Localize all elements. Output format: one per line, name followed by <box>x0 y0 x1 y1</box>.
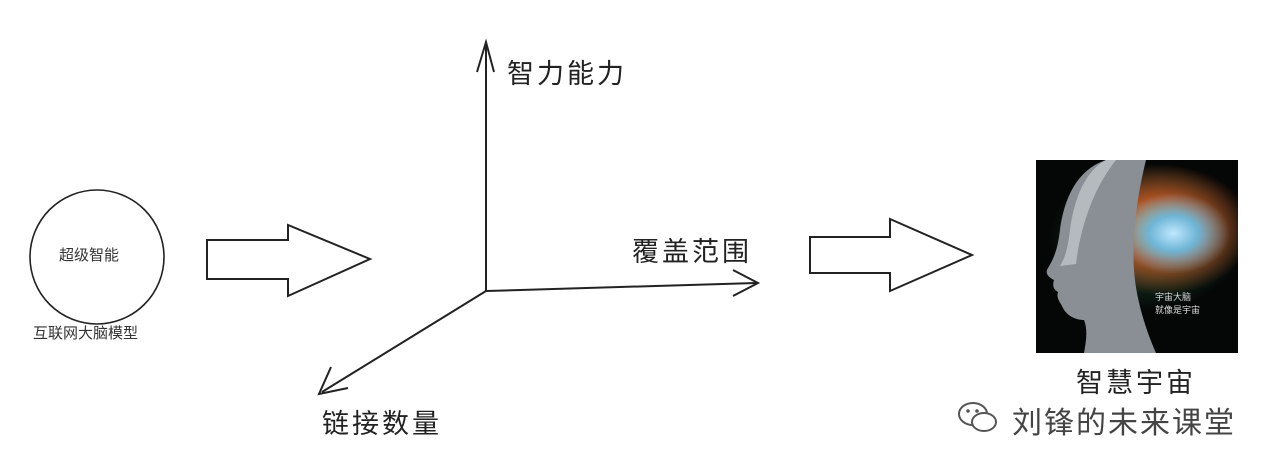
image-inner-text: 宇宙大脑 就像是宇宙 <box>1155 293 1201 316</box>
cosmic-head-image <box>1036 160 1238 353</box>
watermark-text: 刘锋的未来课堂 <box>1012 406 1236 441</box>
left-block-arrow <box>206 223 373 298</box>
head-silhouette <box>1046 160 1156 353</box>
z-axis-label: 链接数量 <box>322 409 442 440</box>
x-axis <box>485 282 757 292</box>
x-axis-arrowhead <box>732 269 761 297</box>
superintelligence-circle <box>29 189 165 325</box>
y-axis-arrowhead <box>476 38 495 73</box>
z-axis-arrowhead <box>317 366 349 396</box>
x-axis-label: 覆盖范围 <box>632 237 752 268</box>
circle-caption: 互联网大脑模型 <box>33 324 139 342</box>
y-axis-label: 智力能力 <box>507 59 627 90</box>
image-caption: 智慧宇宙 <box>1076 368 1196 399</box>
right-block-arrow <box>809 217 975 293</box>
z-axis <box>321 290 487 393</box>
wechat-icon <box>958 402 997 432</box>
circle-label: 超级智能 <box>59 246 120 264</box>
